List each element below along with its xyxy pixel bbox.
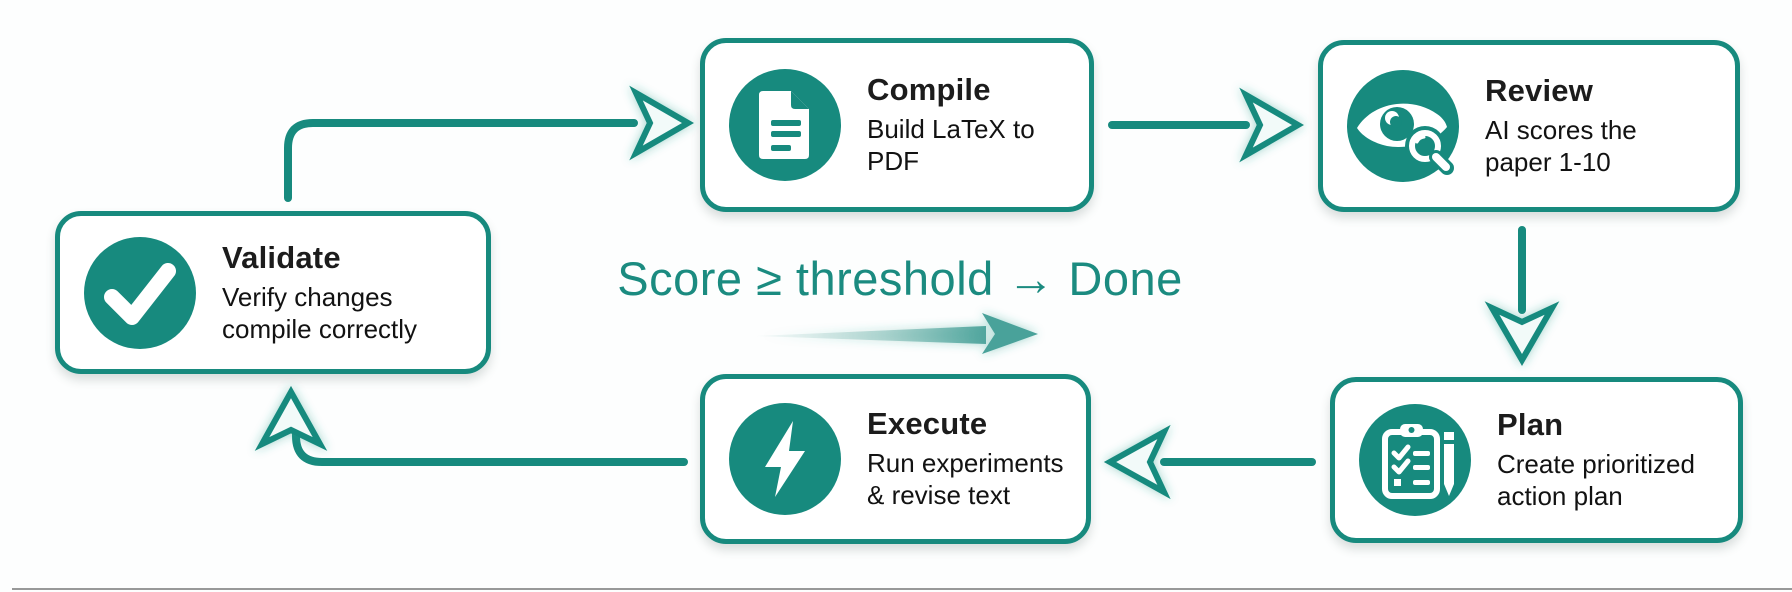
exit-condition-label: Score ≥ threshold → Done — [617, 252, 1183, 305]
arrow-plan-to-execute — [1103, 424, 1316, 500]
arrow-compile-to-review — [1108, 87, 1305, 163]
checkmark-icon — [84, 236, 196, 349]
eye-magnifier-icon — [1347, 70, 1459, 182]
document-icon — [729, 69, 841, 181]
node-title: Plan — [1497, 407, 1564, 443]
node-description: Verify changes compile correctly — [222, 281, 418, 344]
node-description: Run experiments & revise text — [867, 448, 1064, 511]
lightning-icon — [729, 403, 841, 515]
arrow-validate-to-compile — [284, 85, 695, 202]
node-execute: Execute Run experiments & revise text — [700, 374, 1091, 544]
done-swoosh-arrow — [756, 313, 1038, 354]
node-validate: Validate Verify changes compile correctl… — [55, 211, 491, 374]
node-title: Validate — [222, 239, 341, 275]
node-description: Build LaTeX to PDF — [867, 114, 1035, 177]
node-compile: Compile Build LaTeX to PDF — [700, 38, 1094, 212]
clipboard-pencil-icon — [1359, 404, 1471, 516]
node-title: Execute — [867, 406, 988, 442]
node-description: Create prioritized action plan — [1497, 449, 1695, 512]
node-description: AI scores the paper 1-10 — [1485, 115, 1637, 178]
bottom-edge-line — [12, 588, 1792, 590]
node-title: Compile — [867, 72, 991, 108]
arrow-review-to-plan — [1484, 226, 1560, 367]
arrow-execute-to-validate — [254, 385, 688, 466]
node-review: Review AI scores the paper 1-10 — [1318, 40, 1740, 212]
node-plan: Plan Create prioritized action plan — [1330, 377, 1743, 543]
node-title: Review — [1485, 73, 1594, 109]
